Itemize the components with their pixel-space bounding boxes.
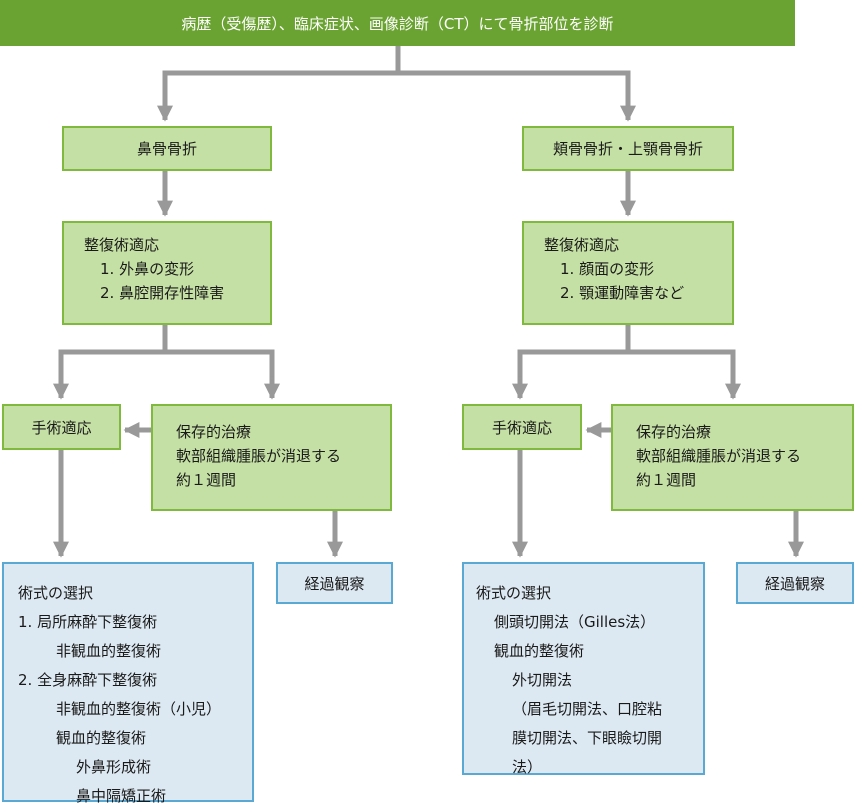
right-methods-title: 術式の選択: [476, 584, 552, 602]
right-fracture-box: 頬骨骨折・上顎骨骨折: [522, 126, 734, 171]
right-methods-box: 術式の選択 側頭切開法（Gilles法） 観血的整復術 外切開法 （眉毛切開法、…: [462, 562, 705, 776]
left-indication-item: 1. 外鼻の変形: [100, 260, 195, 278]
left-conservative-line: 約１週間: [176, 471, 237, 489]
arrow-header-to-split: [156, 46, 401, 122]
arrow-right-indication-to-surgery: [511, 325, 631, 400]
right-methods-line: （眉毛切開法、口腔粘: [512, 700, 663, 718]
right-indication-item: 2. 顎運動障害など: [560, 284, 685, 302]
right-conservative-box: 保存的治療 軟部組織腫脹が消退する 約１週間: [611, 404, 854, 511]
left-observation-label: 経過観察: [304, 574, 365, 593]
right-conservative-line: 約１週間: [636, 471, 697, 489]
left-methods-line: 2. 全身麻酔下整復術: [18, 671, 158, 689]
left-methods-line: 外鼻形成術: [76, 758, 152, 776]
left-methods-line: 非観血的整復術（小児）: [56, 700, 222, 718]
left-methods-line: 観血的整復術: [56, 729, 147, 747]
left-indication-item: 2. 鼻腔開存性障害: [100, 284, 225, 302]
right-methods-line: 観血的整復術: [494, 642, 585, 660]
left-fracture-box: 鼻骨骨折: [62, 126, 272, 171]
right-indication-box: 整復術適応 1. 顔面の変形 2. 顎運動障害など: [522, 221, 734, 325]
right-conservative-line: 軟部組織腫脹が消退する: [636, 447, 802, 465]
right-observation-box: 経過観察: [736, 562, 854, 604]
right-conservative-line: 保存的治療: [636, 423, 712, 441]
left-methods-line: 1. 局所麻酔下整復術: [18, 613, 158, 631]
right-fracture-label: 頬骨骨折・上顎骨骨折: [552, 140, 703, 158]
left-indication-title: 整復術適応: [84, 236, 160, 254]
left-methods-box: 術式の選択 1. 局所麻酔下整復術 非観血的整復術 2. 全身麻酔下整復術 非観…: [2, 562, 254, 805]
left-methods-line: 非観血的整復術: [56, 642, 162, 660]
right-indication-item: 1. 顔面の変形: [560, 260, 655, 278]
right-surgery-box: 手術適応: [462, 404, 582, 450]
diagnosis-header: 病歴（受傷歴）、臨床症状、画像診断（CT）にて骨折部位を診断: [0, 0, 795, 46]
left-surgery-box: 手術適応: [2, 404, 121, 450]
right-methods-line: 法）: [512, 758, 543, 776]
left-methods-line: 鼻中隔矯正術: [76, 787, 167, 805]
right-indication-title: 整復術適応: [544, 236, 620, 254]
right-methods-line: 外切開法: [512, 671, 573, 689]
arrow-right-indication-to-conservative: [628, 349, 742, 400]
arrow-left-indication-to-conservative: [165, 349, 281, 400]
right-methods-line: 側頭切開法（Gilles法）: [494, 613, 656, 631]
right-methods-line: 膜切開法、下眼瞼切開: [512, 729, 663, 747]
left-conservative-line: 保存的治療: [176, 423, 252, 441]
left-conservative-box: 保存的治療 軟部組織腫脹が消退する 約１週間: [151, 404, 392, 511]
left-conservative-line: 軟部組織腫脹が消退する: [176, 447, 342, 465]
arrow-header-to-right: [398, 70, 637, 122]
left-observation-box: 経過観察: [276, 562, 393, 604]
left-indication-box: 整復術適応 1. 外鼻の変形 2. 鼻腔開存性障害: [62, 221, 272, 325]
right-observation-label: 経過観察: [764, 574, 825, 593]
diagnosis-header-text: 病歴（受傷歴）、臨床症状、画像診断（CT）にて骨折部位を診断: [181, 14, 614, 33]
left-fracture-label: 鼻骨骨折: [136, 140, 197, 158]
arrow-left-indication-to-surgery: [52, 325, 168, 400]
right-surgery-label: 手術適応: [491, 418, 552, 437]
left-methods-title: 術式の選択: [18, 584, 94, 602]
left-surgery-label: 手術適応: [31, 418, 92, 437]
